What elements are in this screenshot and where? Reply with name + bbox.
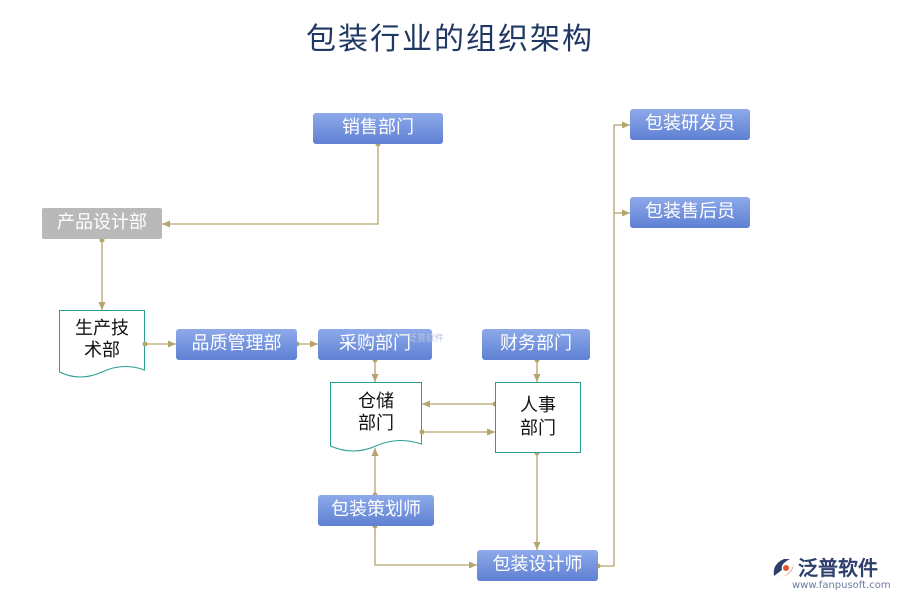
- node-finance: 财务部门: [482, 329, 590, 360]
- page-title: 包装行业的组织架构: [306, 22, 594, 57]
- node-planner: 包装策划师: [318, 495, 434, 526]
- watermark-text: 泛普软件: [408, 334, 445, 344]
- logo-url: www.fanpusoft.com: [792, 580, 891, 591]
- brand-logo: 泛普软件 www.fanpusoft.com: [770, 552, 892, 596]
- node-purchasing: 采购部门: [318, 329, 432, 360]
- node-product-design: 产品设计部: [42, 208, 162, 239]
- node-production-tech-label: 生产技 术部: [75, 317, 129, 362]
- logo-mark-icon: [773, 559, 794, 578]
- node-warehouse-label: 仓储 部门: [358, 390, 394, 435]
- node-after-sales: 包装售后员: [630, 197, 750, 228]
- logo-name: 泛普软件: [798, 556, 878, 580]
- node-warehouse: 仓储 部门: [330, 382, 422, 454]
- link-sales-to-product-design: [162, 144, 379, 228]
- link-designer-trunk: [598, 125, 615, 567]
- node-designer: 包装设计师: [477, 550, 598, 581]
- node-production-tech: 生产技 术部: [59, 310, 145, 380]
- node-hr: 人事 部门: [495, 382, 581, 453]
- link-planner-to-designer: [374, 526, 477, 569]
- node-sales: 销售部门: [313, 113, 443, 144]
- node-researcher: 包装研发员: [630, 109, 750, 140]
- node-quality: 品质管理部: [176, 329, 297, 360]
